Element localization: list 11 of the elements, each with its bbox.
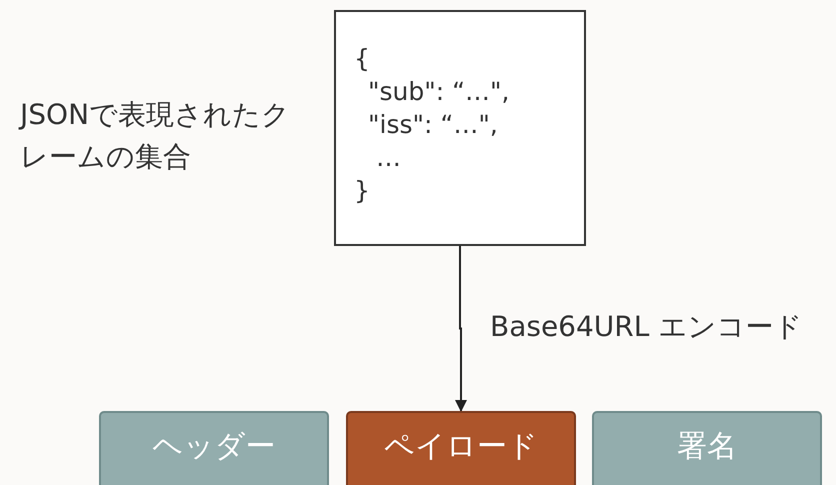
- code-line: "sub": “…",: [367, 76, 510, 108]
- code-box: [334, 10, 586, 246]
- block: ヘッダー: [99, 411, 329, 485]
- code-line: {: [354, 43, 370, 75]
- code-line: "iss": “…",: [367, 109, 498, 141]
- code-line: …: [375, 142, 401, 174]
- arrow: [455, 246, 467, 412]
- node-label: JSONで表現されたクレームの集合: [20, 97, 292, 175]
- block: ペイロード: [346, 411, 576, 485]
- block: 署名: [592, 411, 822, 485]
- code-line: }: [354, 175, 370, 207]
